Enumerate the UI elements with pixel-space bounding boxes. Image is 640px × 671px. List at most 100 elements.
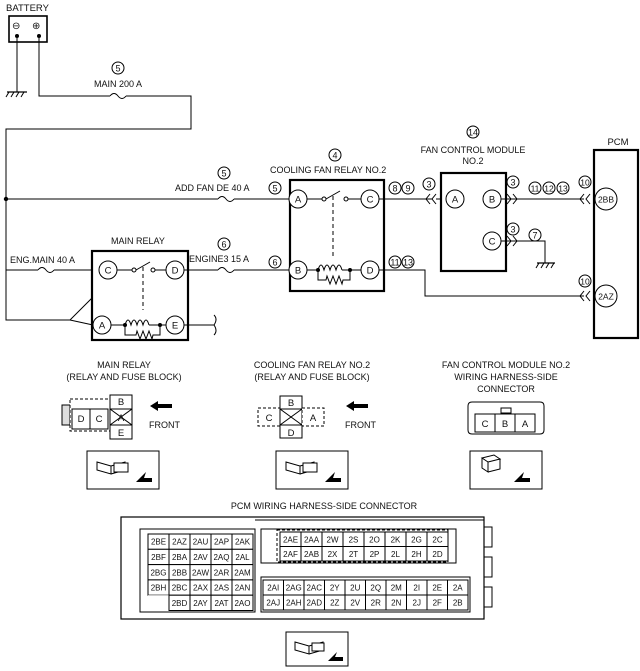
fcm-gnd-num: 7: [532, 231, 537, 241]
pcm-pin-2az: 2AZ: [598, 292, 614, 302]
main-relay-pin-a: A: [99, 321, 106, 332]
pcm-pin-label: 2C: [432, 535, 442, 544]
pcm-connector-title: PCM WIRING HARNESS-SIDE CONNECTOR: [231, 501, 418, 511]
pcm-pin-2bb: 2BB: [598, 195, 614, 205]
pcm-pin-label: 2AC: [306, 584, 322, 593]
pcm-pin-label: 2Q: [370, 584, 381, 593]
fcm-out-c: 3: [510, 225, 515, 235]
conn-mainrelay-cell-b: B: [118, 397, 124, 408]
conn-cfr2-cell-d: D: [288, 428, 295, 439]
pcm-pin-label: 2AT: [214, 599, 228, 608]
cfr2-pin-c: C: [367, 195, 374, 206]
pcm-pin-label: 2Y: [330, 584, 340, 593]
battery-plus: ⊕: [32, 21, 40, 32]
conn-cfr2-diagram: [257, 395, 325, 439]
fuse-main200-symbol: [109, 93, 127, 99]
pcm-pin-label: 2AI: [267, 584, 279, 593]
fuse-main200-num: 5: [115, 64, 120, 74]
fcm-ground-icon: [535, 262, 555, 269]
battery-symbol: [8, 15, 48, 43]
fcm-title-1: FAN CONTROL MODULE: [421, 145, 526, 155]
fcm-pin-b: B: [489, 195, 495, 206]
pcm-pin-cell: [148, 595, 169, 611]
pcm-pin-label: 2AA: [304, 535, 320, 544]
fcm-in-a: 3: [426, 180, 431, 190]
cfr2-pin-a: A: [295, 195, 302, 206]
pcm-pin-label: 2AR: [214, 568, 230, 577]
main-relay-pin-c: C: [105, 266, 112, 277]
pcm-box: [592, 148, 640, 340]
front-arrow-icon: [150, 401, 172, 411]
fcm-num: 14: [468, 128, 478, 138]
cfr2-outc-1: 8: [392, 184, 397, 194]
main-relay-pin-e: E: [172, 321, 178, 332]
battery-ground-icon: [5, 91, 27, 98]
connector-hand-icon: [275, 450, 349, 490]
fcm-title-2: NO.2: [462, 156, 483, 166]
fuse-engine3-num: 6: [221, 240, 226, 250]
pcm-pin-label: 2AN: [235, 584, 251, 593]
connector-hand-icon: [86, 450, 160, 490]
pcm-pin-label: 2AE: [283, 535, 298, 544]
cfr2-title: COOLING FAN RELAY NO.2: [270, 165, 386, 175]
conn-mainrelay-front: FRONT: [149, 420, 180, 430]
pcm-pin-label: 2BH: [151, 584, 167, 593]
pcm-pin-cell: [447, 594, 469, 611]
pcm-pin-label: 2R: [371, 599, 381, 608]
conn-cfr2-front: FRONT: [345, 420, 376, 430]
pcm-pin-label: 2Z: [330, 599, 339, 608]
conn-cfr2-cell-b: B: [288, 398, 294, 409]
pcm-pin-label: 2W: [327, 535, 339, 544]
fcm-outb-num-1: 11: [531, 184, 540, 194]
conn-mainrelay-title-2: (RELAY AND FUSE BLOCK): [66, 372, 181, 382]
pcm-pin-label: 2AY: [193, 599, 208, 608]
pcm-pin-label: 2AU: [193, 538, 209, 547]
battery-label: BATTERY: [6, 3, 50, 14]
cfr2-outd-1: 11: [390, 258, 399, 268]
pcm-pin-cell: [426, 546, 449, 562]
battery-minus: ⊖: [12, 21, 20, 32]
conn-cfr2-title-1: COOLING FAN RELAY NO.2: [254, 360, 370, 370]
pcm-pin-label: 2AF: [283, 550, 298, 559]
fuse-engine3-label: ENGINE3 15 A: [189, 254, 249, 264]
pcm-pin-label: 2AB: [304, 550, 319, 559]
pcm-pin-label: 2U: [350, 584, 360, 593]
pcm-pin-label: 2AS: [214, 584, 229, 593]
pcm-pin-label: 2V: [350, 599, 360, 608]
conn-mainrelay-cell-a: A: [118, 413, 125, 424]
pcm-pin-label: 2AM: [234, 568, 251, 577]
conn-mainrelay-cell-e: E: [118, 428, 124, 439]
pcm-pin-label: 2I: [413, 584, 420, 593]
pcm-pin-label: 2BF: [151, 553, 166, 562]
conn-cfr2-title-2: (RELAY AND FUSE BLOCK): [254, 372, 369, 382]
fcm-outb-num-3: 13: [558, 184, 568, 194]
fuse-engine3-symbol: [217, 267, 235, 273]
pcm-pin-label: 2L: [391, 550, 400, 559]
fcm-box: [439, 171, 508, 273]
fuse-addfan-pin: 5: [272, 184, 277, 194]
fuse-main200-label: MAIN 200 A: [94, 79, 142, 89]
cfr2-pin-b: B: [295, 266, 301, 277]
pcm-pin-label: 2AV: [193, 553, 208, 562]
pcm-pin-label: 2AW: [192, 568, 209, 577]
pcm-pin-label: 2AX: [193, 584, 209, 593]
pcm-pin-label: 2O: [369, 535, 380, 544]
pcm-pin-label: 2AJ: [266, 599, 280, 608]
fcm-pin-c: C: [489, 237, 496, 248]
pcm-pin-label: 2BA: [172, 553, 188, 562]
pcm-pin-label: 2BB: [172, 568, 187, 577]
conn-mainrelay-cell-c: C: [96, 414, 103, 425]
cfr2-pin-d: D: [367, 266, 374, 277]
pcm-pin-label: 2AK: [235, 538, 251, 547]
conn-fcm-title-3: CONNECTOR: [477, 384, 535, 394]
cfr2-outd-2: 13: [403, 258, 413, 268]
cfr2-num: 4: [332, 151, 337, 161]
conn-mainrelay-title-1: MAIN RELAY: [97, 360, 151, 370]
conn-mainrelay-diagram: [61, 394, 133, 440]
connector-hand-icon: [285, 631, 349, 667]
pcm-pin-label: 2AH: [286, 599, 302, 608]
pcm-pin-label: 2T: [349, 550, 358, 559]
pcm-2az-num: 10: [580, 277, 590, 287]
pcm-pin-label: 2BG: [150, 568, 166, 577]
fuse-addfan-num: 5: [221, 169, 226, 179]
